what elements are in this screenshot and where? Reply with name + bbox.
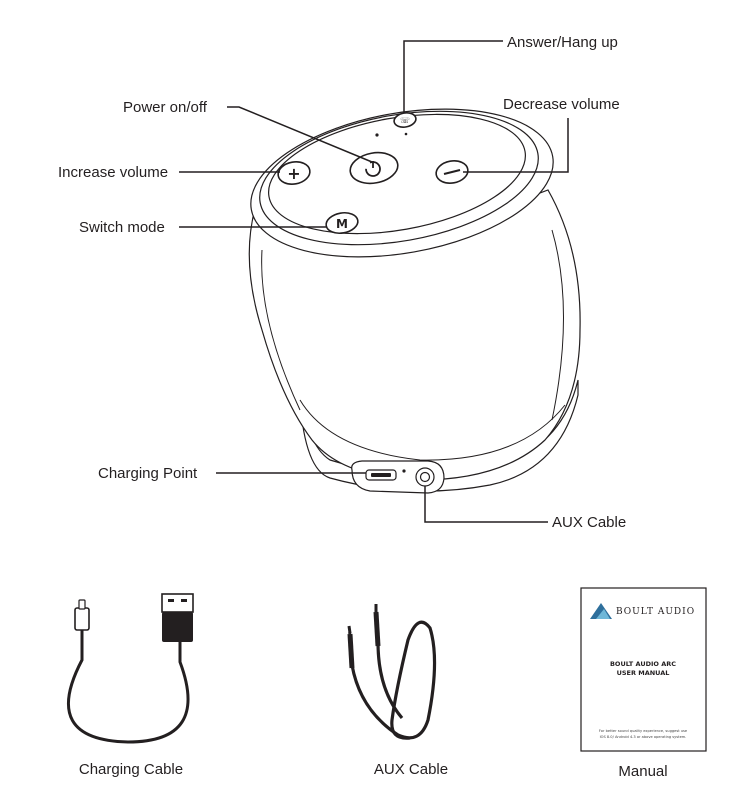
speaker-seam-left xyxy=(261,249,301,411)
speaker-lower-band xyxy=(299,399,566,461)
label-aux-cable: AUX Cable xyxy=(552,514,626,531)
leader-power xyxy=(227,106,373,163)
label-charging-point: Charging Point xyxy=(98,465,198,482)
manual-note-line1: For better sound quality experience, sug… xyxy=(599,729,688,733)
speaker-top-panel xyxy=(268,113,526,235)
label-power: Power on/off xyxy=(123,99,208,116)
power-button[interactable] xyxy=(348,149,400,187)
manual-illustration: BOULT AUDIO BOULT AUDIO ARC USER MANUAL … xyxy=(580,587,707,752)
type-c-connector xyxy=(74,607,90,631)
manual-brand: BOULT AUDIO xyxy=(616,607,695,617)
answer-hangup-button[interactable]: ☏ xyxy=(393,111,417,129)
plus-icon: + xyxy=(287,164,300,183)
manual-title-line1: BOULT AUDIO ARC xyxy=(610,660,676,668)
aux-cable-wire xyxy=(350,620,437,740)
usb-a-connector xyxy=(161,593,194,613)
label-answer-hang-up: Answer/Hang up xyxy=(507,34,618,51)
minus-icon xyxy=(443,169,461,175)
leader-lines xyxy=(179,40,569,523)
caption-aux-cable: AUX Cable xyxy=(374,761,448,778)
aux-jack xyxy=(347,633,355,669)
phone-icon: ☏ xyxy=(400,116,410,125)
speaker-seam-right xyxy=(551,229,564,421)
manual-title-line2: USER MANUAL xyxy=(617,669,670,677)
label-increase-volume: Increase volume xyxy=(58,164,168,181)
caption-charging-cable: Charging Cable xyxy=(79,761,183,778)
leader-aux xyxy=(424,486,548,523)
increase-volume-button[interactable]: + xyxy=(276,159,311,186)
aux-jack xyxy=(373,611,381,647)
power-icon xyxy=(365,161,381,177)
mode-icon: M xyxy=(336,217,348,231)
charging-cable-wire xyxy=(66,628,190,744)
aux-cable-illustration xyxy=(347,604,437,740)
label-decrease-volume: Decrease volume xyxy=(503,96,620,113)
decrease-volume-button[interactable] xyxy=(434,158,469,185)
switch-mode-button[interactable]: M xyxy=(325,210,360,235)
leader-decrease xyxy=(463,118,569,173)
caption-manual: Manual xyxy=(618,763,667,780)
led-dot xyxy=(404,132,408,136)
led-dot xyxy=(375,133,379,137)
port-plate xyxy=(351,460,445,494)
label-switch-mode: Switch mode xyxy=(79,219,165,236)
leader-answer xyxy=(403,40,503,113)
charging-cable-illustration xyxy=(66,593,194,744)
speaker: ☏ + M xyxy=(248,108,581,494)
charge-led xyxy=(402,469,406,473)
manual-note-line2: IOS 8.0/ Android 4.3 or above operating … xyxy=(600,735,687,739)
